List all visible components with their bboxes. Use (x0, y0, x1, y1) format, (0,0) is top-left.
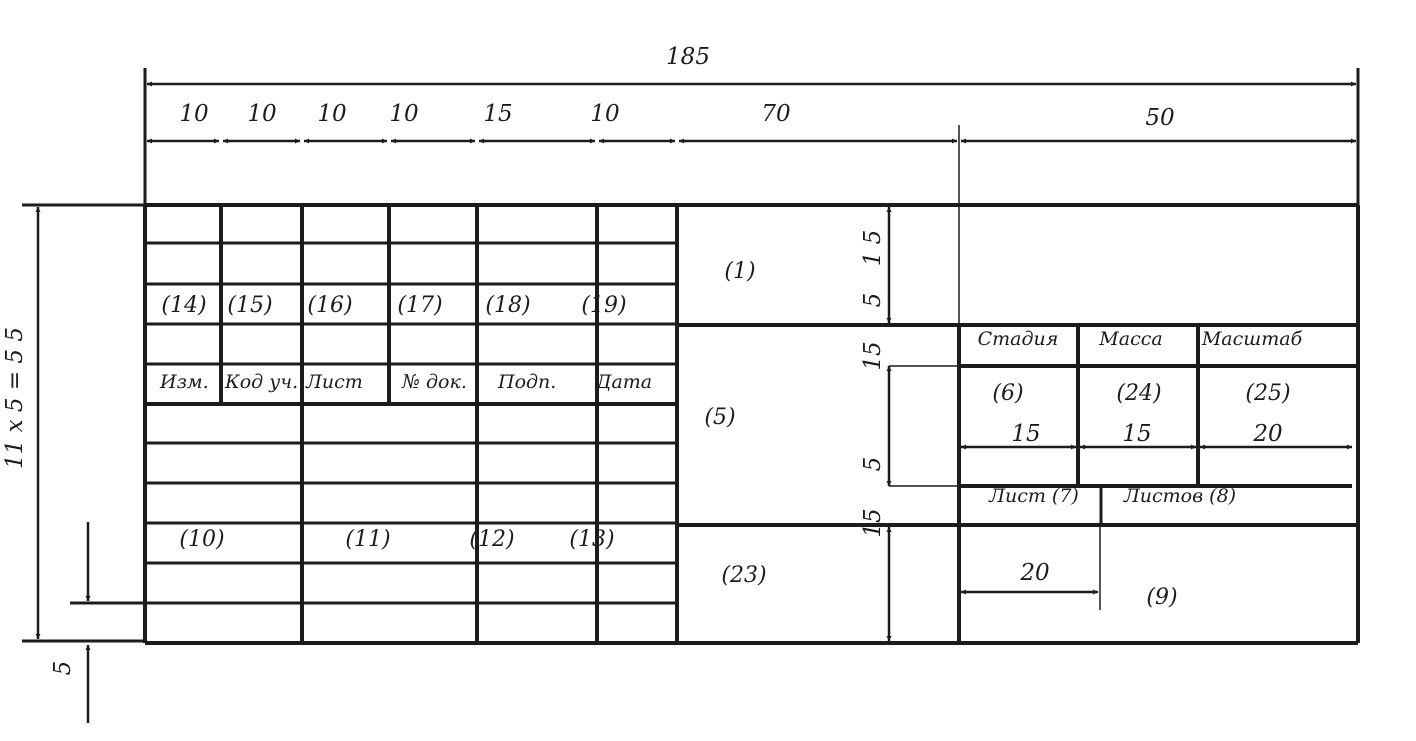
col-7-width-label: 70 (761, 101, 790, 127)
cell-25: (25) (1245, 381, 1290, 406)
mid-15a-label: 15 (860, 341, 886, 370)
dimension-lines (22, 68, 1360, 723)
col-6-width-label: 10 (590, 101, 619, 127)
cell-23: (23) (721, 563, 766, 588)
header-kod: Код уч. (224, 371, 298, 393)
col-4-width-label: 10 (389, 101, 418, 127)
cell-numbers: (14) (15) (16) (17) (18) (19) (1) (5) (2… (161, 259, 1290, 610)
left-height-label: 11 x 5 = 5 5 (2, 327, 28, 469)
frame-lines (70, 203, 1360, 645)
header-dok: № док. (401, 371, 467, 393)
cell-13: (13) (569, 527, 614, 552)
mid-top-label: 1 5 (860, 230, 886, 267)
cell-16: (16) (307, 293, 352, 318)
cell-10: (10) (179, 527, 224, 552)
overall-width-label: 185 (666, 44, 710, 70)
cell-12: (12) (469, 527, 514, 552)
cell-15: (15) (227, 293, 272, 318)
cell-1: (1) (724, 259, 755, 284)
right-15b-label: 15 (1122, 421, 1151, 447)
right-20b-label: 20 (1019, 560, 1049, 586)
col-3-width-label: 10 (317, 101, 346, 127)
mid-15b-label: 15 (860, 508, 886, 537)
cell-17: (17) (397, 293, 442, 318)
dimension-labels: 185 10 10 10 10 15 10 70 50 11 x 5 = 5 5… (2, 44, 1283, 675)
header-list: Лист (305, 371, 363, 393)
header-stadia: Стадия (978, 328, 1059, 350)
cell-18: (18) (485, 293, 530, 318)
col-1-width-label: 10 (179, 101, 208, 127)
mid-5a-label: 5 (860, 293, 886, 308)
header-listov8: Листов (8) (1123, 485, 1236, 507)
cell-6: (6) (992, 381, 1023, 406)
bottom-small-label: 5 (50, 661, 76, 676)
col-2-width-label: 10 (247, 101, 276, 127)
cell-24: (24) (1116, 381, 1161, 406)
right-20a-label: 20 (1252, 421, 1282, 447)
header-podp: Подп. (497, 371, 556, 393)
mid-5b-label: 5 (860, 457, 886, 472)
header-list7: Лист (7) (988, 485, 1079, 507)
header-labels: Изм. Код уч. Лист № док. Подп. Дата Стад… (159, 328, 1303, 507)
header-izm: Изм. (159, 371, 209, 393)
cell-9: (9) (1146, 585, 1177, 610)
col-5-width-label: 15 (483, 101, 512, 127)
right-15a-label: 15 (1011, 421, 1040, 447)
header-massa: Масса (1098, 328, 1162, 350)
cell-5: (5) (704, 405, 735, 430)
cell-14: (14) (161, 293, 206, 318)
cell-11: (11) (345, 527, 390, 552)
col-8-width-label: 50 (1145, 105, 1174, 131)
cell-19: (19) (581, 293, 626, 318)
header-masshtab: Масштаб (1201, 328, 1303, 350)
header-data: Дата (595, 371, 652, 393)
